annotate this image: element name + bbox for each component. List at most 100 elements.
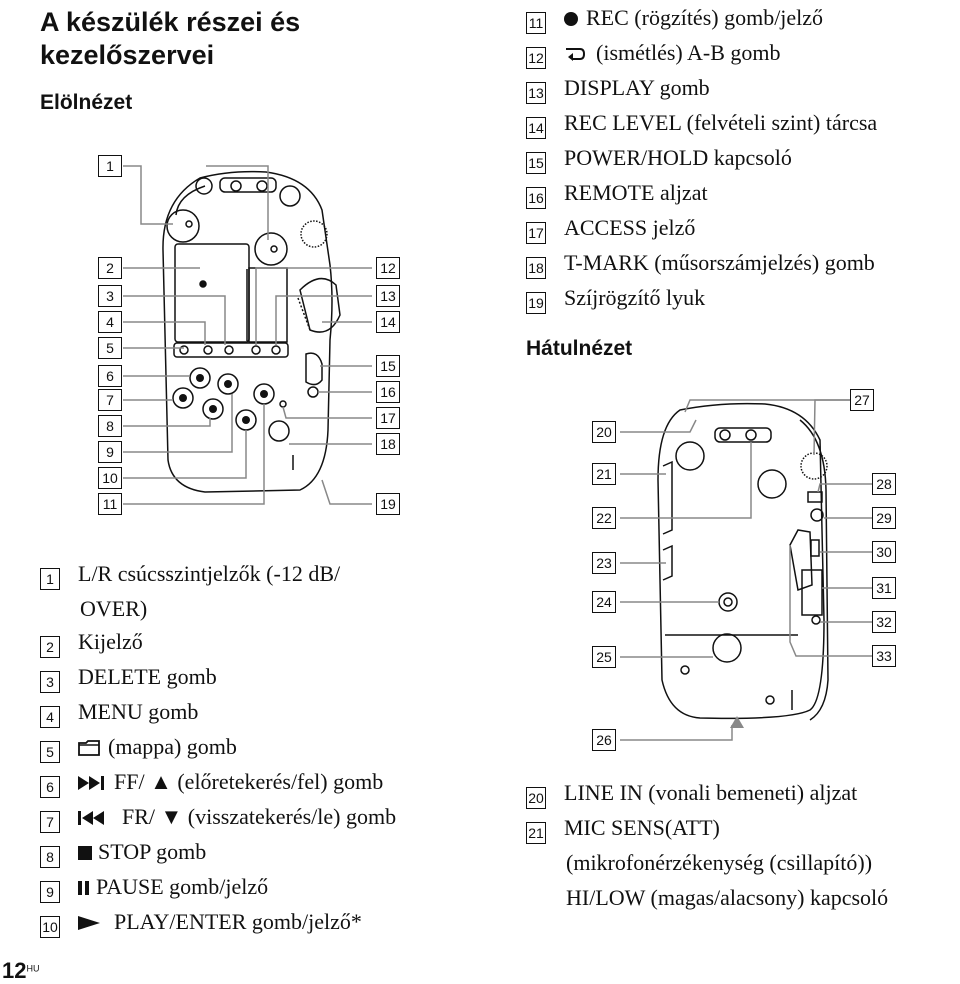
repeat-icon bbox=[566, 48, 586, 61]
item-text: T-MARK (műsorszámjelzés) gomb bbox=[564, 250, 875, 275]
list-item: 2 Kijelző bbox=[40, 624, 143, 659]
list-item: 16 REMOTE aljzat bbox=[526, 175, 708, 210]
item-text: DISPLAY gomb bbox=[564, 75, 710, 100]
list-item: 7 FR/ ▼ (visszatekerés/le) gomb bbox=[40, 799, 396, 834]
rear-view-diagram bbox=[620, 399, 872, 741]
item-number: 10 bbox=[40, 916, 60, 938]
front-device-outline bbox=[162, 170, 333, 493]
item-number: 15 bbox=[526, 152, 546, 174]
item-number: 2 bbox=[40, 636, 60, 658]
list-item: 1 L/R csúcsszintjelzők (-12 dB/ OVER) bbox=[40, 556, 340, 626]
rec-level-dial bbox=[299, 277, 341, 333]
item-number: 6 bbox=[40, 776, 60, 798]
callout-22: 22 bbox=[592, 507, 616, 529]
right-mic bbox=[254, 232, 288, 266]
item-text: PAUSE gomb/jelző bbox=[96, 874, 269, 899]
list-item: 8 STOP gomb bbox=[40, 834, 206, 869]
item-text: Kijelző bbox=[78, 629, 143, 654]
callout-24: 24 bbox=[592, 591, 616, 613]
callout-21: 21 bbox=[592, 463, 616, 485]
page-title: A készülék részei és kezelőszervei bbox=[40, 6, 300, 72]
item-text: REC LEVEL (felvételi szint) tárcsa bbox=[564, 110, 878, 135]
rear-view-title: Hátulnézet bbox=[526, 337, 633, 360]
callout-6: 6 bbox=[98, 365, 122, 387]
item-text: ACCESS jelző bbox=[564, 215, 696, 240]
callout-19: 19 bbox=[376, 493, 400, 515]
ff-button bbox=[189, 367, 211, 389]
list-item: 6 FF/ ▲ (előretekerés/fel) gomb bbox=[40, 764, 383, 799]
item-text: STOP gomb bbox=[98, 839, 207, 864]
item-number: 20 bbox=[526, 787, 546, 809]
play-icon bbox=[78, 916, 100, 930]
callout-8: 8 bbox=[98, 415, 122, 437]
fr-button bbox=[172, 387, 194, 409]
item-number: 16 bbox=[526, 187, 546, 209]
item-text: (mappa) gomb bbox=[108, 734, 237, 759]
left-mic bbox=[166, 209, 200, 243]
front-view-title: Elölnézet bbox=[40, 91, 133, 114]
item-text: REMOTE aljzat bbox=[564, 180, 708, 205]
rear-left-mic bbox=[675, 441, 705, 471]
callout-25: 25 bbox=[592, 646, 616, 668]
next-track-icon bbox=[78, 776, 104, 790]
record-icon bbox=[564, 12, 578, 26]
list-item: 12(ismétlés) A-B gomb bbox=[526, 35, 781, 70]
item-text-cont: (mikrofonérzékenység (csillapító)) bbox=[566, 850, 873, 875]
item-number: 8 bbox=[40, 846, 60, 868]
item-text: Szíjrögzítő lyuk bbox=[564, 285, 706, 310]
callout-15: 15 bbox=[376, 355, 400, 377]
item-number: 12 bbox=[526, 47, 546, 69]
callout-4: 4 bbox=[98, 311, 122, 333]
front-view-diagram bbox=[123, 165, 372, 505]
list-item: 11 REC (rögzítés) gomb/jelző bbox=[526, 0, 823, 35]
item-number: 4 bbox=[40, 706, 60, 728]
item-text: FF/ ▲ (előretekerés/fel) gomb bbox=[114, 769, 384, 794]
callout-23: 23 bbox=[592, 552, 616, 574]
item-number: 14 bbox=[526, 117, 546, 139]
callout-32: 32 bbox=[872, 611, 896, 633]
callout-16: 16 bbox=[376, 381, 400, 403]
item-text-cont: HI/LOW (magas/alacsony) kapcsoló bbox=[566, 885, 889, 910]
callout-1: 1 bbox=[98, 155, 122, 177]
item-text: FR/ ▼ (visszatekerés/le) gomb bbox=[122, 804, 397, 829]
item-number: 1 bbox=[40, 568, 60, 590]
item-number: 19 bbox=[526, 292, 546, 314]
pause-icon bbox=[78, 881, 89, 895]
item-text: REC (rögzítés) gomb/jelző bbox=[586, 5, 824, 30]
item-number: 17 bbox=[526, 222, 546, 244]
list-item: 4 MENU gomb bbox=[40, 694, 198, 729]
item-number: 7 bbox=[40, 811, 60, 833]
rear-device-outline bbox=[657, 402, 825, 720]
item-number: 5 bbox=[40, 741, 60, 763]
callout-28: 28 bbox=[872, 473, 896, 495]
list-item: 17 ACCESS jelző bbox=[526, 210, 695, 245]
callout-29: 29 bbox=[872, 507, 896, 529]
item-text-cont: OVER) bbox=[80, 596, 148, 621]
stop-icon bbox=[78, 846, 92, 860]
stop-button-shape bbox=[202, 398, 224, 420]
item-text: MENU gomb bbox=[78, 699, 199, 724]
item-text: PLAY/ENTER gomb/jelző* bbox=[114, 909, 362, 934]
item-number: 9 bbox=[40, 881, 60, 903]
callout-12: 12 bbox=[376, 257, 400, 279]
callout-10: 10 bbox=[98, 467, 122, 489]
callout-3: 3 bbox=[98, 285, 122, 307]
page-number-value: 12 bbox=[2, 958, 27, 983]
callout-2: 2 bbox=[98, 257, 122, 279]
item-text: L/R csúcsszintjelzők (-12 dB/ bbox=[78, 561, 341, 586]
callout-14: 14 bbox=[376, 311, 400, 333]
item-number: 11 bbox=[526, 12, 546, 34]
previous-track-icon bbox=[78, 811, 104, 825]
front-display bbox=[174, 243, 250, 343]
list-item: 19 Szíjrögzítő lyuk bbox=[526, 280, 705, 315]
callout-5: 5 bbox=[98, 337, 122, 359]
callout-27: 27 bbox=[850, 389, 874, 411]
callout-33: 33 bbox=[872, 645, 896, 667]
pause-button-shape bbox=[217, 373, 239, 395]
callout-11: 11 bbox=[98, 493, 122, 515]
